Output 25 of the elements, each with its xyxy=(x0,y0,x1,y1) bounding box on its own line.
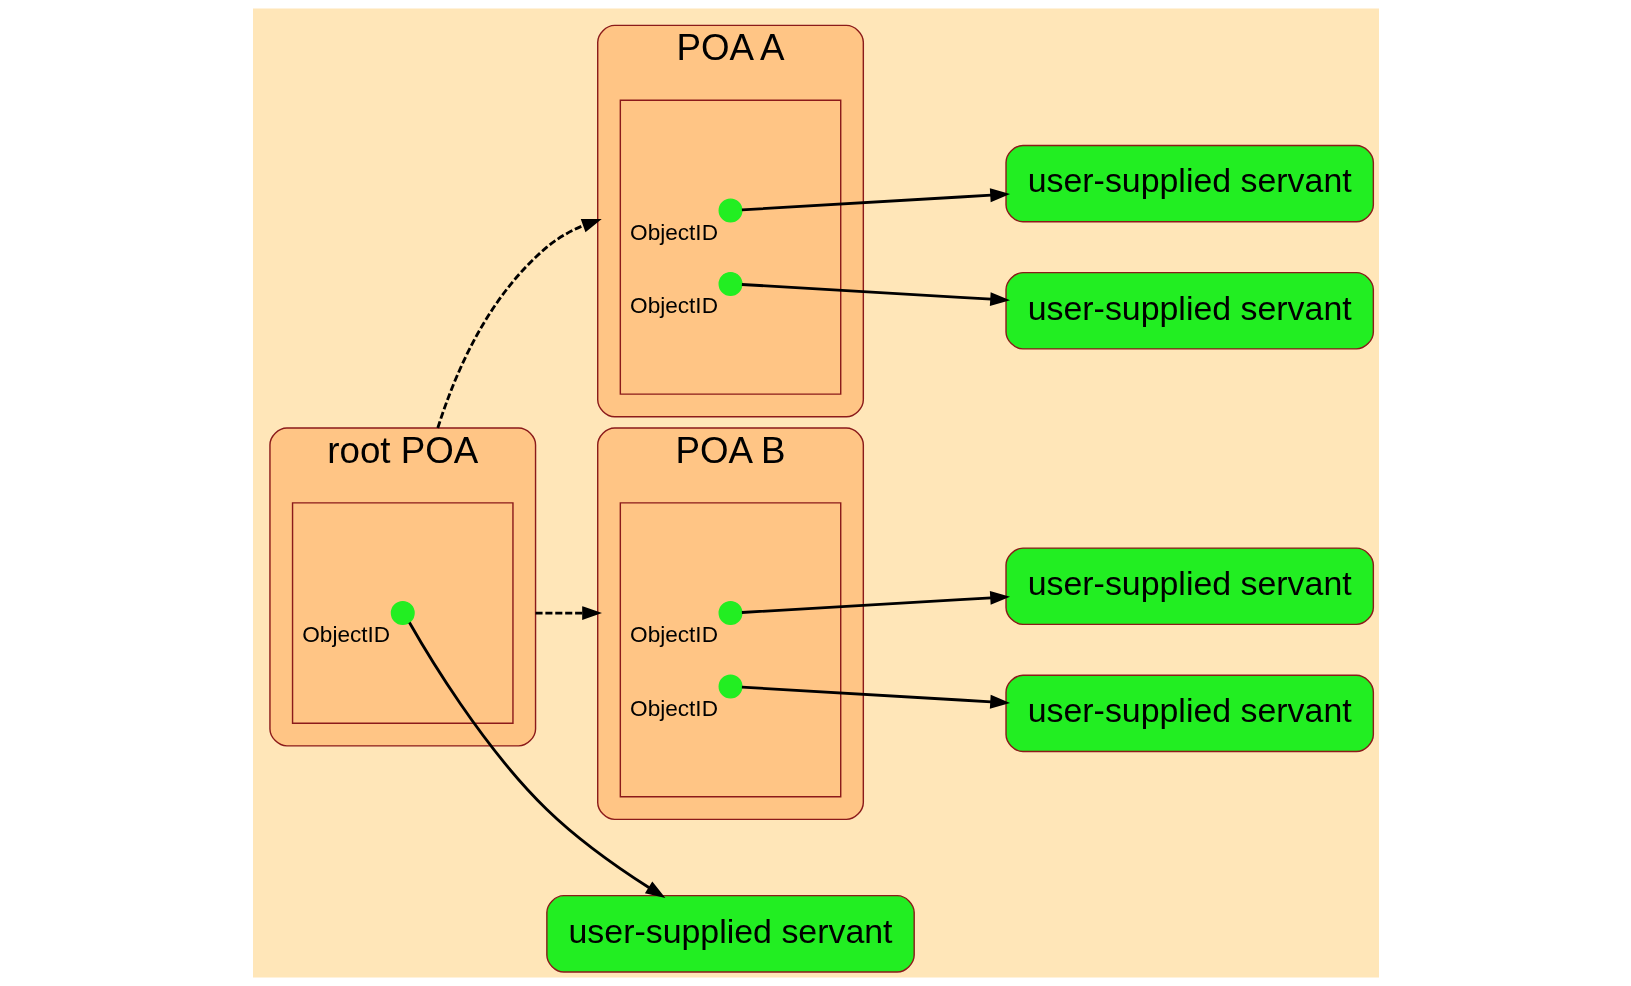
cluster xyxy=(619,502,841,798)
arrow xyxy=(741,590,1010,614)
node-label: ObjectID xyxy=(301,622,390,648)
cluster xyxy=(291,502,514,724)
arrow xyxy=(435,218,602,429)
arrow xyxy=(407,621,665,898)
arrow xyxy=(741,283,1010,307)
node-label: ObjectID xyxy=(629,293,718,319)
node-box: user-supplied servant xyxy=(1004,271,1374,350)
node-circle xyxy=(718,198,743,223)
node-box: user-supplied servant xyxy=(1004,674,1374,753)
node-label: ObjectID xyxy=(629,219,718,245)
cluster xyxy=(619,99,841,395)
arrow xyxy=(741,685,1010,709)
arrow xyxy=(741,188,1010,212)
node-circle xyxy=(390,601,415,626)
node-label: ObjectID xyxy=(629,622,718,648)
node-circle xyxy=(718,601,743,626)
node-box: user-supplied servant xyxy=(545,894,915,973)
node-circle xyxy=(718,674,743,699)
node-box: user-supplied servant xyxy=(1004,144,1374,223)
node-circle xyxy=(718,271,743,296)
arrow xyxy=(535,606,602,621)
node-label: ObjectID xyxy=(629,695,718,721)
node-box: user-supplied servant xyxy=(1004,547,1374,626)
